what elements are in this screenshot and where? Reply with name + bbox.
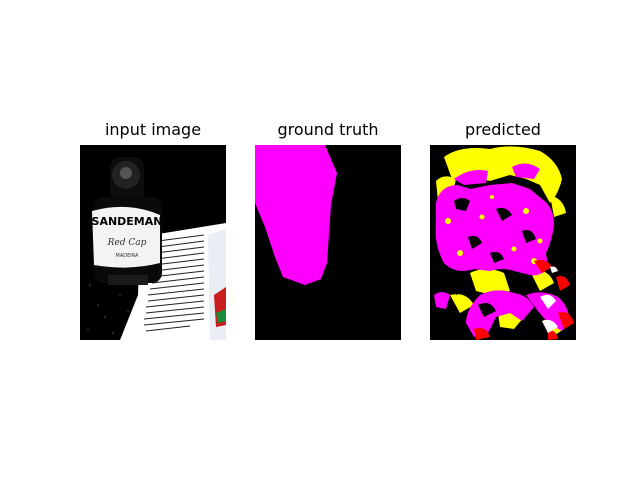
bottle-label-script: Red Cap xyxy=(107,238,147,248)
panel-title-predicted: predicted xyxy=(465,120,541,139)
predicted-yellow-regions xyxy=(436,146,566,337)
input-image: SANDEMAN Red Cap MADEIRA xyxy=(80,145,226,340)
predicted-background-holes xyxy=(452,198,536,317)
bottle-label-sub: MADEIRA xyxy=(116,253,139,259)
ground-truth-mask xyxy=(255,145,401,340)
input-image-panel: SANDEMAN Red Cap MADEIRA xyxy=(80,145,226,340)
ground-truth-bottle-region xyxy=(255,145,337,285)
ground-truth-panel xyxy=(255,145,401,340)
predicted-white-regions xyxy=(540,266,558,333)
predicted-red-regions xyxy=(474,259,574,340)
predicted-panel xyxy=(430,145,576,340)
panel-title-input: input image xyxy=(104,120,202,139)
predicted-mask xyxy=(430,145,576,340)
panel-title-ground-truth: ground truth xyxy=(277,120,379,139)
bottle-label-brand: SANDEMAN xyxy=(92,215,163,228)
